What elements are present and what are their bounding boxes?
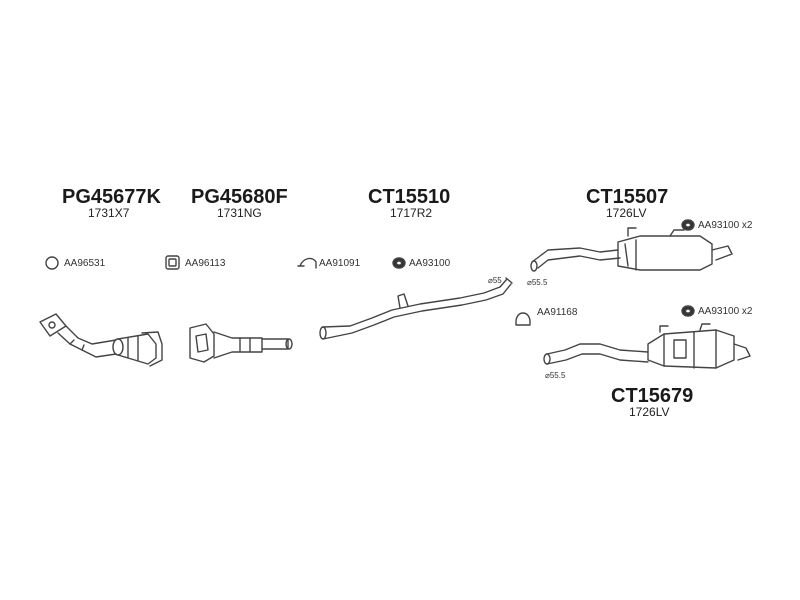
ref-aa93100-x2-upper: AA93100 x2 [698, 220, 753, 231]
part-sub-1731ng: 1731NG [217, 206, 262, 220]
part-code-pg45680f: PG45680F [191, 186, 288, 208]
rubber-mount-icon-1 [392, 257, 406, 269]
ref-aa93100: AA93100 [409, 258, 451, 269]
diameter-label-55-5-upper: ⌀55.5 [527, 278, 548, 287]
ref-aa96531: AA96531 [64, 258, 106, 269]
ref-aa91091: AA91091 [319, 258, 361, 269]
ring-gasket-icon [45, 256, 59, 270]
ref-aa96113: AA96113 [185, 258, 226, 269]
part-sub-1717r2: 1717R2 [390, 206, 433, 220]
catalyst-drawing [189, 323, 293, 363]
diameter-label-55-5-lower: ⌀55.5 [545, 371, 566, 380]
clamp-icon [299, 257, 317, 269]
diameter-label-55: ⌀55 [488, 276, 502, 285]
part-sub-1726lv-2: 1726LV [629, 405, 670, 419]
part-code-ct15510: CT15510 [368, 186, 451, 208]
part-code-ct15507: CT15507 [586, 186, 669, 208]
rubber-mount-icon-3 [681, 305, 695, 317]
rear-silencer-alt-drawing [543, 323, 751, 369]
u-clamp-icon [515, 312, 531, 326]
part-code-pg45677k: PG45677K [62, 186, 161, 208]
part-code-ct15679: CT15679 [611, 385, 694, 407]
square-gasket-icon [165, 255, 180, 270]
ref-aa91168: AA91168 [537, 307, 578, 318]
ref-aa93100-x2-lower: AA93100 x2 [698, 306, 753, 317]
rubber-mount-icon-2 [681, 219, 695, 231]
catalyst-downpipe-drawing [39, 313, 163, 367]
part-sub-1726lv: 1726LV [606, 206, 647, 220]
intermediate-pipe-drawing [319, 277, 513, 340]
rear-silencer-drawing [530, 227, 733, 272]
part-sub-1731x7: 1731X7 [88, 206, 130, 220]
